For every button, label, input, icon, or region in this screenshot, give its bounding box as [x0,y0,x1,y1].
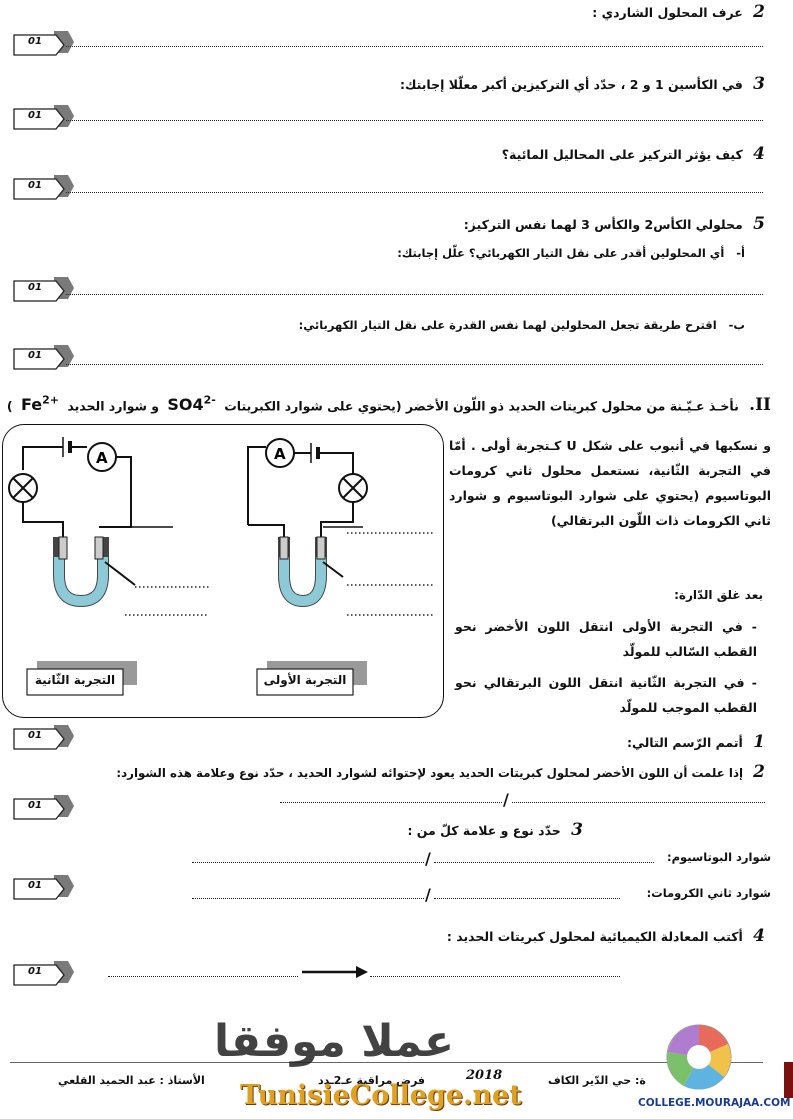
s2-question-2: 2 إذا علمت أن اللون الأخضر لمحلول كبريتا… [116,762,765,782]
question-5a: أ- أي المحلولين أقدر على نقل التيار الكه… [397,246,745,260]
experiment-1-label: التجربة الأولى [263,673,347,687]
question-number: 1 [753,732,765,752]
sub-label: ب- [728,318,745,332]
question-2: 2 عرف المحلول الشاردي : [592,2,765,22]
iron-ion: Fe [21,395,43,415]
sulfate-ion: SO4 [167,395,204,415]
question-5: 5 محلولي الكأس2 والكأس 3 لهما نفس التركي… [464,214,765,234]
question-number: 4 [753,926,765,946]
observation-2-text: في التجربة الثّانية انتقل اللون البرتقال… [455,675,757,715]
experiment-2-label: التجربة الثّانية [34,673,116,687]
score-badge: 01 [10,102,75,130]
u-tube-experiment-2 [53,536,136,608]
circuit-diagrams: A A [8,437,435,696]
question-text: إذا علمت أن اللون الأخضر لمحلول كبريتات … [116,766,744,780]
score-badge: 01 [10,172,75,200]
and-iron-text: و شوارد الحديد [67,398,159,414]
answer-line[interactable] [280,802,502,803]
question-number: 4 [753,144,765,164]
potassium-label: شوارد البوتاسيوم: [666,850,771,864]
question-number: 5 [753,214,765,234]
brand-watermark: TunisieCollege.net [240,1080,522,1111]
exam-title: فرض مراقبة عـ2ـدد [318,1074,425,1087]
question-number: 3 [753,74,765,94]
question-text: في الكأسين 1 و 2 ، حدّد أي التركيزين أكب… [399,77,743,92]
footer-rule [10,1062,763,1063]
teacher-name: الأستاذ : عبد الحميد القلعي [58,1074,205,1087]
label-lines [125,532,435,616]
equation-reactants-line[interactable] [108,976,298,977]
answer-line[interactable] [434,898,620,899]
site-logo-icon [666,1024,732,1090]
sub-text: اقترح طريقة تجعل المحلولين لهما نفس القد… [298,318,717,332]
score-badge: 01 [10,342,75,370]
s2-question-4: 4 أكتب المعادلة الكيميائية لمحلول كبريتا… [447,926,765,946]
equation-products-line[interactable] [370,976,620,977]
exam-year: 2018 [466,1068,503,1083]
section-2-paragraph: و نسكبها في أنبوب على شكل U كـتجربة أولى… [449,438,771,528]
score-badge: 01 [10,28,75,56]
intro-text: نأخـذ عـيّـنة من محلول كبريتات الحديد ذو… [224,398,739,414]
question-text: أكتب المعادلة الكيميائية لمحلول كبريتات … [446,929,743,944]
score-badge: 01 [10,792,75,820]
question-text: عرف المحلول الشاردي : [592,5,743,20]
answer-line[interactable] [192,862,424,863]
slash: / [425,885,431,904]
slash: / [425,849,431,868]
score-badge: 01 [10,958,75,986]
question-number: 3 [571,820,583,840]
observation-2: - في التجربة الثّانية انتقل اللون البرتق… [455,675,757,715]
s2-question-1: 1 أتمم الرّسم التالي: [627,732,765,752]
page-edge-bar [784,1062,793,1098]
ammeter-label: A [96,449,108,467]
s2-question-3: 3 حدّد نوع و علامة كلّ من : [407,820,583,840]
sub-text: أي المحلولين أقدر على نقل التيار الكهربا… [397,246,725,260]
site-url: COLLEGE.MOURAJAA.COM [638,1097,791,1109]
answer-line[interactable] [66,120,763,121]
answer-line[interactable] [192,898,424,899]
question-text: محلولي الكأس2 والكأس 3 لهما نفس التركيز: [463,217,743,232]
experiment-panel: A A [2,424,444,718]
circuit-experiment-1 [247,438,368,541]
question-5b: ب- اقترح طريقة تجعل المحلولين لهما نفس ا… [299,318,745,332]
section-2-intro: II. نأخـذ عـيّـنة من محلول كبريتات الحدي… [7,394,771,415]
reaction-arrow-icon [302,966,368,978]
answer-line[interactable] [66,294,763,295]
question-text: حدّد نوع و علامة كلّ من : [407,823,561,838]
after-close-label: بعد غلق الدّارة: [674,588,763,602]
question-number: 2 [753,762,765,782]
u-tube-experiment-1 [278,536,344,608]
answer-line[interactable] [66,192,763,193]
ammeter-label: A [274,445,286,463]
circuit-experiment-2 [8,437,132,541]
score-badge: 01 [10,274,75,302]
answer-line[interactable] [434,862,654,863]
answer-line[interactable] [66,364,763,365]
dichromate-label: شوارد ثاني الكرومات: [646,886,771,900]
close-paren: ) [6,398,13,414]
question-number: 2 [753,2,765,22]
school-name: ة: حي الدّير الكاف [548,1074,646,1087]
question-text: أتمم الرّسم التالي: [626,735,743,750]
watermark-text: عملا موفقا [214,1016,455,1067]
slash: / [503,790,509,809]
section-roman: II. [749,395,771,416]
question-text: كيف يؤثر التركيز على المحاليل المائية؟ [501,147,743,162]
sub-label: أ- [736,246,745,260]
question-3: 3 في الكأسين 1 و 2 ، حدّد أي التركيزين أ… [400,74,765,94]
question-4: 4 كيف يؤثر التركيز على المحاليل المائية؟ [502,144,765,164]
sulfate-charge: 2- [203,394,216,407]
observation-1-text: في التجربة الأولى انتقل اللون الأخضر نحو… [455,619,757,659]
observation-1: - في التجربة الأولى انتقل اللون الأخضر ن… [455,619,757,659]
answer-line[interactable] [512,802,765,803]
score-badge: 01 [10,872,75,900]
score-badge: 01 [10,722,75,750]
answer-line[interactable] [66,46,763,47]
iron-charge: 2+ [42,394,60,407]
